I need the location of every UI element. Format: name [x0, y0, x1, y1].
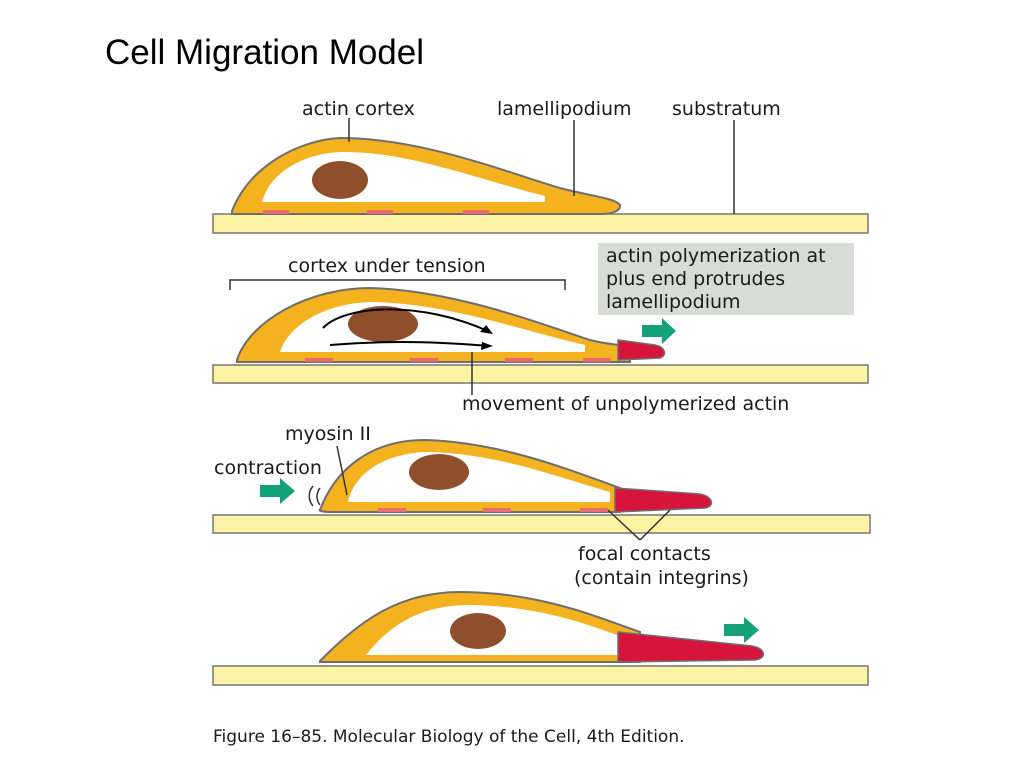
cell-stage-2 [236, 286, 666, 363]
page-title: Cell Migration Model [105, 33, 425, 72]
label-cortex-under-tension: cortex under tension [288, 255, 486, 277]
arrow-right-icon [642, 318, 676, 344]
cell-stage-3 [308, 438, 713, 513]
nucleus-1 [312, 161, 368, 199]
arrow-right-icon [260, 478, 295, 504]
label-myosin-ii: myosin II [285, 423, 371, 445]
label-movement-unpolymerized-actin: movement of unpolymerized actin [462, 393, 790, 415]
nucleus-3 [409, 454, 469, 490]
label-contain-integrins: (contain integrins) [574, 567, 749, 589]
figure-caption: Figure 16–85. Molecular Biology of the C… [213, 727, 685, 747]
substratum-bar-4 [212, 665, 869, 686]
cell-stage-4 [319, 590, 764, 663]
callout-actin-polymerization: actin polymerization at plus end protrud… [598, 243, 854, 315]
label-actin-cortex: actin cortex [302, 98, 415, 120]
polymerized-actin-4 [617, 631, 764, 663]
callout-line-3: lamellipodium [606, 291, 741, 313]
nucleus-4 [450, 613, 506, 649]
substratum-bar-2 [212, 364, 869, 384]
substratum-bar-3 [212, 514, 871, 534]
cell-stage-1 [231, 136, 622, 215]
callout-line-2: plus end protrudes [606, 268, 786, 290]
label-lamellipodium: lamellipodium [497, 98, 632, 120]
substratum-bar-1 [212, 213, 869, 234]
polymerized-actin-3 [614, 487, 713, 513]
callout-line-1: actin polymerization at [606, 245, 826, 267]
label-focal-contacts: focal contacts [578, 543, 711, 565]
label-contraction: contraction [214, 457, 322, 479]
arrow-right-icon [724, 617, 759, 643]
nucleus-2 [348, 306, 418, 342]
polymerized-actin-2 [617, 339, 666, 361]
label-substratum: substratum [672, 98, 781, 120]
